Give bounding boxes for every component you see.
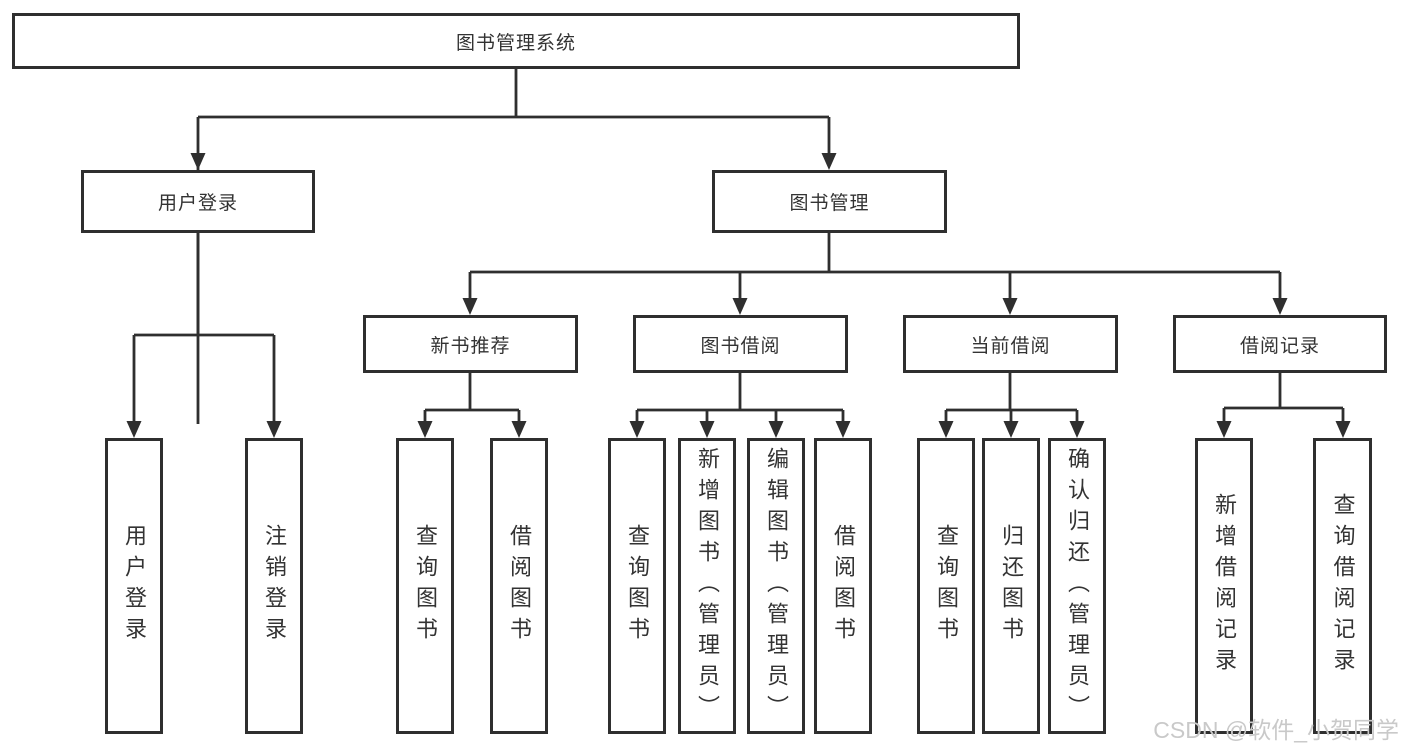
leaf-label: 新增借阅记录 bbox=[1212, 493, 1237, 679]
leaf-label: 新增图书（管理员） bbox=[695, 446, 720, 726]
leaf-edit-book-admin: 编辑图书（管理员） bbox=[747, 438, 805, 734]
node-book-management: 图书管理 bbox=[712, 170, 947, 233]
leaf-label: 查询图书 bbox=[413, 524, 438, 648]
leaf-query-borrow-record: 查询借阅记录 bbox=[1313, 438, 1372, 734]
node-new-book-recommendation: 新书推荐 bbox=[363, 315, 578, 373]
leaf-query-books-3: 查询图书 bbox=[917, 438, 975, 734]
leaf-query-books-1: 查询图书 bbox=[396, 438, 454, 734]
node-borrowing-records: 借阅记录 bbox=[1173, 315, 1387, 373]
leaf-confirm-return-admin: 确认归还（管理员） bbox=[1048, 438, 1106, 734]
node-label: 新书推荐 bbox=[430, 335, 511, 357]
leaf-borrow-books-1: 借阅图书 bbox=[490, 438, 548, 734]
node-label: 借阅记录 bbox=[1239, 335, 1320, 357]
leaf-label: 借阅图书 bbox=[831, 524, 856, 648]
leaf-label: 借阅图书 bbox=[507, 524, 532, 648]
leaf-label: 归还图书 bbox=[999, 524, 1024, 648]
node-book-borrowing: 图书借阅 bbox=[633, 315, 848, 373]
leaf-label: 确认归还（管理员） bbox=[1065, 446, 1090, 726]
node-label: 图书借阅 bbox=[700, 335, 781, 357]
leaf-label: 编辑图书（管理员） bbox=[764, 446, 789, 726]
node-label: 图书管理 bbox=[789, 193, 870, 214]
leaf-add-borrow-record: 新增借阅记录 bbox=[1195, 438, 1253, 734]
leaf-logout: 注销登录 bbox=[245, 438, 303, 734]
node-library-management-system: 图书管理系统 bbox=[12, 13, 1020, 69]
node-current-borrowing: 当前借阅 bbox=[903, 315, 1118, 373]
leaf-label: 查询图书 bbox=[934, 524, 959, 648]
watermark-text: CSDN @软件_小贺同学 bbox=[1153, 717, 1399, 743]
node-label: 图书管理系统 bbox=[455, 32, 576, 54]
leaf-add-book-admin: 新增图书（管理员） bbox=[678, 438, 736, 734]
leaf-label: 注销登录 bbox=[262, 524, 287, 648]
leaf-label: 用户登录 bbox=[122, 524, 147, 648]
node-user-login: 用户登录 bbox=[81, 170, 315, 233]
leaf-label: 查询图书 bbox=[625, 524, 650, 648]
node-label: 用户登录 bbox=[157, 193, 238, 214]
leaf-borrow-books-2: 借阅图书 bbox=[814, 438, 872, 734]
leaf-user-login: 用户登录 bbox=[105, 438, 163, 734]
leaf-return-books: 归还图书 bbox=[982, 438, 1040, 734]
leaf-query-books-2: 查询图书 bbox=[608, 438, 666, 734]
leaf-label: 查询借阅记录 bbox=[1330, 493, 1356, 679]
node-label: 当前借阅 bbox=[970, 335, 1051, 357]
